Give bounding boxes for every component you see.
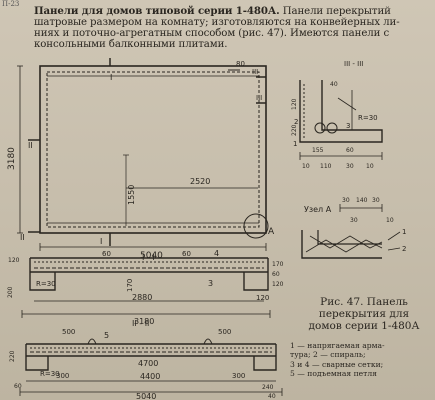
dim-220-s3: 220 [291, 124, 298, 136]
dim-120b: 120 [256, 294, 269, 302]
dim-5040: 5040 [136, 392, 156, 400]
section-3-n1: 1 [293, 140, 297, 148]
dim-240: 240 [262, 384, 274, 391]
section-3-radius: R=30 [358, 114, 378, 122]
legend-line: тура; 2 — спираль; [290, 350, 366, 360]
dim-120a: 120 [8, 257, 20, 264]
dim-30b-a: 30 [372, 197, 380, 204]
dim-10a: 10 [302, 163, 310, 170]
dim-120r: 120 [272, 281, 284, 288]
dim-220: 220 [9, 350, 16, 362]
detail-a-n1: 1 [402, 228, 406, 236]
detail-a-n2: 2 [402, 245, 406, 253]
dim-170: 170 [126, 279, 134, 292]
dim-155: 155 [312, 147, 324, 154]
section-2-radius: R=30 [40, 370, 60, 378]
paragraph-line: шатровые размером на комнату; изготовляю… [34, 17, 400, 28]
caption-line: домов серии 1-480А [308, 320, 420, 332]
paragraph-lead: Панели для домов типовой серии 1-480А. [34, 5, 280, 17]
dim-edge: 80 [236, 60, 245, 68]
section-3-n2: 2 [294, 118, 298, 126]
dim-170b: 170 [272, 261, 284, 268]
section-1-n3: 3 [208, 279, 213, 288]
legend-line: 5 — подъемная петля [290, 369, 377, 379]
legend-line: 1 — напрягаемая арма- [290, 341, 385, 350]
corner-mark: П-23 [2, 0, 20, 8]
paragraph: Панели для домов типовой серии 1-480А. П… [34, 5, 432, 51]
reinforcement-contour [46, 71, 260, 228]
dim-40: 40 [268, 393, 276, 400]
caption-line: Рис. 47. Панель [320, 296, 408, 308]
dim-200a: 200 [7, 286, 14, 298]
dim-110: 110 [320, 163, 332, 170]
dim-300b: 300 [232, 372, 245, 380]
dim-60: 60 [14, 383, 22, 390]
dim-inner-w: 2520 [190, 177, 210, 186]
mark-III-right: III [256, 94, 262, 102]
dim-plan-length: 5040 [140, 251, 163, 261]
section-1-radius: R=30 [36, 280, 56, 288]
dim-500a: 500 [62, 328, 75, 336]
dim-300a: 300 [56, 372, 69, 380]
dim-140-a: 140 [356, 197, 368, 204]
panel-outline [39, 65, 267, 234]
figure-legend: 1 — напрягаемая арма- тура; 2 — спираль;… [290, 341, 434, 379]
section-3-n3: 3 [346, 122, 350, 130]
dim-4700: 4700 [138, 359, 158, 368]
legend-line: 3 и 4 — сварные сетки; [290, 359, 384, 369]
dim-60r: 60 [272, 271, 280, 278]
mark-I-bottom: I [100, 237, 102, 246]
dim-30-s3: 30 [346, 163, 354, 170]
dim-40-s3: 40 [330, 81, 338, 88]
caption-line: перекрытия для [318, 308, 410, 320]
mark-I-top: I [110, 73, 112, 82]
dim-plan-height: 3180 [7, 147, 17, 170]
detail-mark: A [268, 227, 275, 237]
dim-60b: 60 [182, 250, 191, 258]
dim-60a: 60 [102, 250, 111, 258]
dim-120-s3: 120 [291, 98, 298, 110]
detail-a-title: Узел А [304, 205, 332, 214]
section-3-title: III - III [344, 60, 363, 68]
figure-caption: Рис. 47. Панель перекрытия для домов сер… [296, 296, 432, 332]
mark-II-left: II [28, 141, 33, 150]
dim-500b: 500 [218, 328, 231, 336]
dim-30a-a: 30 [342, 197, 350, 204]
section-2-n5: 5 [104, 331, 109, 340]
dim-60-s3: 60 [346, 147, 354, 154]
section-2-title: II - II [132, 319, 149, 328]
paragraph-line: консольными балконными плитами. [34, 39, 228, 50]
paragraph-line: ниях и поточно-агрегатным способом (рис.… [34, 28, 390, 39]
dim-2880: 2880 [132, 293, 152, 302]
section-1-n4: 4 [214, 249, 219, 258]
dim-3180: 3180 [134, 317, 154, 326]
mark-III-top: III [252, 68, 258, 76]
dim-10b: 10 [366, 163, 374, 170]
dim-10-a: 10 [386, 217, 394, 224]
dim-30c-a: 30 [350, 217, 358, 224]
paragraph-line: Панели перекрытий [282, 6, 391, 17]
dim-4400: 4400 [140, 372, 160, 381]
mark-II-bottom: II [20, 233, 25, 242]
section-1-title: I - I [142, 253, 155, 262]
dim-inner-h: 1550 [127, 185, 136, 205]
